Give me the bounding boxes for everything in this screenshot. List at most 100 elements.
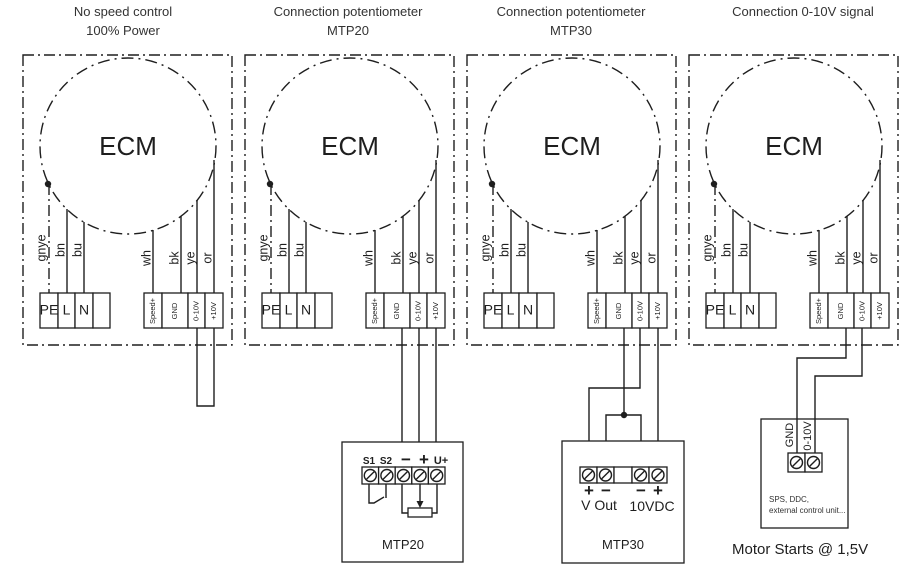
ecm-motor-label: ECM bbox=[765, 131, 823, 161]
ecm-motor-outline bbox=[261, 57, 439, 235]
mtp30-label: MTP30 bbox=[602, 537, 644, 552]
enclosure-boundary bbox=[466, 54, 677, 346]
ecm-motor-outline bbox=[39, 57, 217, 235]
screw-head bbox=[430, 468, 444, 483]
control-terminal-label: 0-10V bbox=[413, 301, 422, 321]
wire-color-label: wh bbox=[139, 250, 153, 267]
screw-slot bbox=[653, 470, 663, 480]
control-terminal-cell bbox=[204, 292, 224, 329]
screw-terminal-icon bbox=[396, 468, 411, 483]
screw-slot bbox=[636, 470, 645, 480]
control-terminal-cell bbox=[161, 292, 189, 329]
power-terminal-label: L bbox=[729, 302, 737, 318]
wire-color-label: ye bbox=[405, 251, 419, 264]
wire-color-label: wh bbox=[583, 250, 597, 267]
power-terminal-label: PE bbox=[484, 302, 503, 318]
control-terminal-label: GND bbox=[836, 302, 845, 319]
screw-head bbox=[633, 468, 648, 482]
external-controller: GND 0-10V SPS, DDC, external control uni… bbox=[732, 418, 868, 558]
control-terminal-label: +10V bbox=[875, 302, 884, 320]
wire-color-label: ye bbox=[627, 251, 641, 264]
wire-color-label: wh bbox=[361, 250, 375, 267]
control-terminal-label: 0-10V bbox=[191, 301, 200, 321]
screw-terminal-icon bbox=[363, 468, 377, 483]
control-terminal-label: Speed+ bbox=[148, 297, 157, 324]
bridge-wire bbox=[196, 328, 215, 407]
ground-dot bbox=[488, 180, 496, 188]
wire-color-label: gnye bbox=[34, 234, 48, 261]
mtp20-terminal-label-s1: S1 bbox=[363, 456, 376, 467]
wire-color-label: bn bbox=[53, 243, 67, 257]
vdc-plus-label: + bbox=[653, 481, 663, 500]
panel-1-bridge-wiring bbox=[196, 328, 215, 407]
screw-terminal-icon bbox=[380, 468, 394, 483]
mtp20-terminal-label-plus: + bbox=[419, 450, 429, 469]
control-terminal-label: Speed+ bbox=[592, 297, 601, 324]
wire-color-label: or bbox=[644, 252, 658, 263]
power-terminal-label: N bbox=[301, 302, 311, 318]
control-terminal-label: Speed+ bbox=[370, 297, 379, 324]
external-controller-box bbox=[760, 418, 849, 529]
vout-plus-label: + bbox=[584, 481, 594, 500]
panel-title: 100% Power bbox=[86, 23, 160, 38]
wire-color-label: bu bbox=[736, 243, 750, 257]
screw-head bbox=[363, 468, 377, 483]
wire-color-label: ye bbox=[849, 251, 863, 264]
pot-lead-right bbox=[432, 484, 438, 514]
control-terminal-cell bbox=[827, 292, 855, 329]
wire-color-label: bk bbox=[611, 251, 625, 265]
ground-dot bbox=[710, 180, 718, 188]
pot-lead-left bbox=[401, 484, 408, 514]
screw-head bbox=[413, 468, 427, 483]
screw-terminal-icon bbox=[789, 455, 804, 470]
power-terminal-label: N bbox=[79, 302, 89, 318]
screw-slot bbox=[382, 471, 392, 480]
panel-title: Connection potentiometer bbox=[274, 4, 424, 19]
panel-4-wiring bbox=[796, 328, 863, 453]
control-terminal-label: +10V bbox=[209, 302, 218, 320]
power-terminal-label: PE bbox=[40, 302, 59, 318]
wire-color-label: wh bbox=[805, 250, 819, 267]
screw-terminal-icon bbox=[598, 468, 613, 482]
wire-color-label: gnye bbox=[478, 234, 492, 261]
screw-head bbox=[598, 468, 613, 482]
enclosure-boundary bbox=[688, 54, 899, 346]
wire-color-label: bu bbox=[292, 243, 306, 257]
screw-terminal-icon bbox=[413, 468, 427, 483]
ground-dot bbox=[266, 180, 274, 188]
control-terminal-label: 0-10V bbox=[857, 301, 866, 321]
panel-title: MTP20 bbox=[327, 23, 369, 38]
potentiometer-symbol bbox=[407, 507, 433, 518]
ext-description-line-1: SPS, DDC, bbox=[769, 495, 809, 504]
power-terminal-cell bbox=[758, 292, 777, 329]
power-terminal-cell bbox=[92, 292, 111, 329]
gnd-wire bbox=[796, 328, 847, 453]
mtp20-terminal-label-u: U+ bbox=[434, 455, 448, 467]
screw-slot bbox=[792, 458, 801, 467]
mtp20-terminal-label-s2: S2 bbox=[380, 456, 393, 467]
wire-color-label: or bbox=[866, 252, 880, 263]
control-terminal-cell bbox=[426, 292, 446, 329]
control-terminal-label: +10V bbox=[653, 302, 662, 320]
motor-start-note: Motor Starts @ 1,5V bbox=[732, 541, 868, 558]
wire-color-label: bn bbox=[275, 243, 289, 257]
wire-color-label: bk bbox=[389, 251, 403, 265]
enclosure-boundary bbox=[244, 54, 455, 346]
power-terminal-label: N bbox=[523, 302, 533, 318]
screw-terminal-icon bbox=[633, 468, 648, 482]
screw-head bbox=[380, 468, 394, 483]
screw-slot bbox=[601, 470, 610, 480]
screw-terminal-icon bbox=[651, 468, 665, 482]
enclosure-boundary bbox=[22, 54, 233, 346]
mtp20-terminal-block bbox=[361, 466, 446, 485]
screw-slot bbox=[415, 471, 425, 480]
terminal-cell bbox=[613, 466, 633, 484]
screw-head bbox=[396, 468, 411, 483]
screw-terminal-icon bbox=[581, 468, 596, 482]
wire-color-label: ye bbox=[183, 251, 197, 264]
power-terminal-label: N bbox=[745, 302, 755, 318]
control-terminal-label: GND bbox=[392, 302, 401, 319]
wire-color-label: or bbox=[200, 252, 214, 263]
